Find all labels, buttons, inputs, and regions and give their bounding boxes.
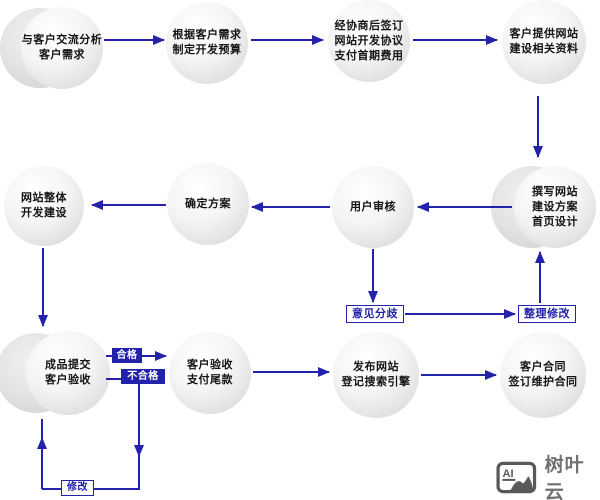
- node-circle: [502, 0, 586, 84]
- watermark-icon-label: AI: [502, 468, 513, 480]
- edge-label-organize-changes: 整理修改: [518, 305, 576, 323]
- node-circle: [169, 332, 251, 414]
- node-label: 客户提供网站 建设相关资料: [509, 28, 579, 55]
- edge-label-pass: 合格: [112, 348, 142, 363]
- node-circle: [332, 166, 414, 248]
- node-circle: [26, 331, 110, 415]
- node-label: 确定方案: [185, 197, 231, 210]
- node-circle: [333, 332, 419, 418]
- node-label: 经协商后签订 网站开发协议 支付首期费用: [334, 19, 404, 62]
- shuyeyun-logo-icon: AI: [496, 461, 537, 493]
- watermark: AI 树叶云: [496, 450, 600, 500]
- edge-label-fail: 不合格: [121, 369, 165, 384]
- node-label: 客户验收 支付尾款: [187, 359, 233, 386]
- node-label: 成品提交 客户验收: [45, 359, 91, 386]
- node-label: 根据客户需求 制定开发预算: [172, 29, 242, 56]
- node-circle: [500, 332, 586, 418]
- node-circle: [4, 166, 84, 246]
- node-label: 客户合同 签订维护合同: [508, 361, 578, 388]
- node-label: 网站整体 开发建设: [21, 192, 67, 219]
- node-circle: [166, 2, 248, 84]
- node-circle: [328, 0, 410, 82]
- node-circle: [514, 166, 596, 248]
- node-circle: [21, 7, 103, 89]
- node-label: 撰写网站 建设方案 首页设计: [532, 185, 578, 228]
- edge-label-revise: 修改: [61, 480, 94, 496]
- node-circle: [167, 163, 249, 245]
- watermark-brand-text: 树叶云: [544, 455, 585, 500]
- node-label: 发布网站 登记搜索引擎: [341, 361, 411, 388]
- node-label: 与客户交流分析 客户需求: [21, 34, 103, 61]
- node-label: 用户审核: [350, 200, 396, 213]
- edge-label-disagreement: 意见分歧: [346, 305, 404, 323]
